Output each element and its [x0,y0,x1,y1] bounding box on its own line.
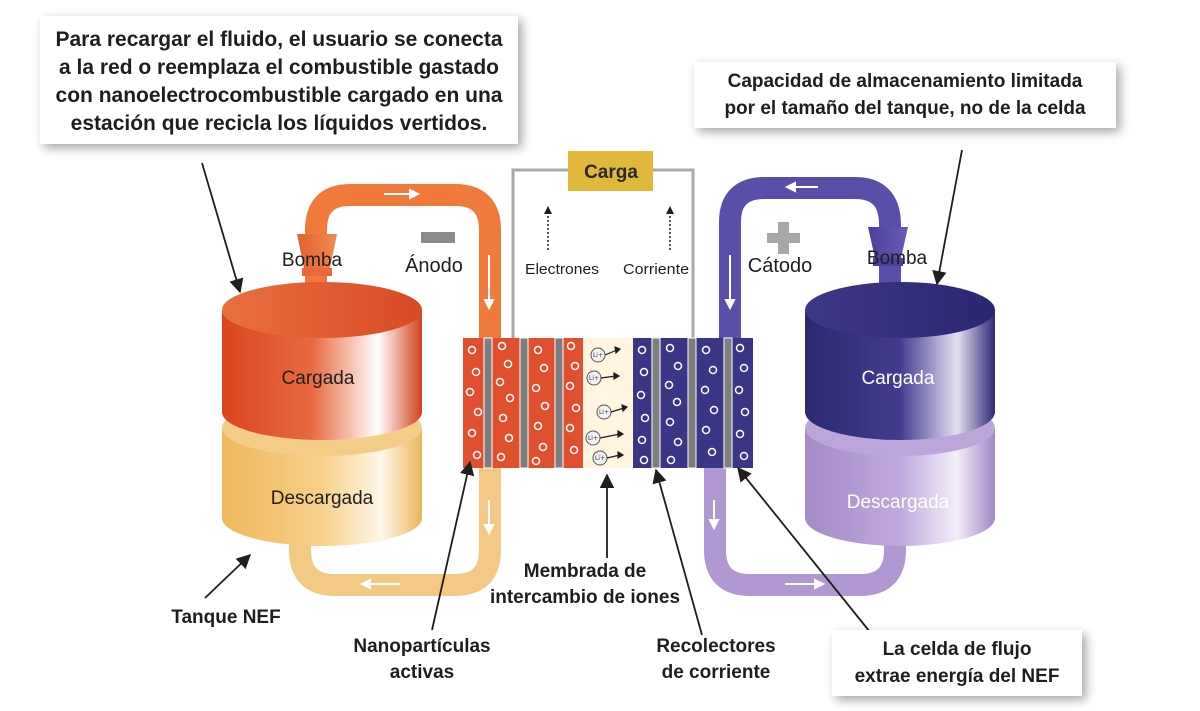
pointer-arrows [201,149,963,636]
ion-label: Li+ [595,455,605,462]
plus-sign-icon [767,222,800,254]
membrane-label-line2: intercambio de iones [490,587,680,608]
ion-label: Li+ [593,352,603,359]
ion-label: Li+ [589,375,599,382]
load-label: Carga [584,162,638,183]
electrons-label: Electrones [525,261,599,278]
tank-left [222,282,422,546]
recharge-callout: Para recargar el fluido, el usuario se c… [40,16,518,144]
ion-exchange-membrane [583,338,633,468]
pump-left-icon [297,234,337,268]
collectors-label-line1: Recolectores [656,636,775,657]
active-nanoparticles [465,341,750,466]
flow-cell-callout-line: extrae energía del NEF [854,666,1060,687]
flow-arrows [359,181,826,590]
load-box [568,151,653,191]
recharge-callout-line: con nanoelectrocombustible cargado en un… [55,84,503,107]
capacity-callout-line: Capacidad de almacenamiento limitada [727,71,1083,92]
flow-cell: Li+ Li+ Li+ Li+ Li+ [463,337,753,469]
recharge-callout-line: Para recargar el fluido, el usuario se c… [55,28,503,51]
tank-right [805,282,995,546]
current-collectors [483,337,733,469]
flow-cell-callout: La celda de flujo extrae energía del NEF [832,630,1082,696]
collectors-label-line2: de corriente [662,662,771,683]
external-circuit-wire [511,168,695,338]
nanoparticles-label-line2: activas [390,662,454,683]
pump-right-label: Bomba [867,248,928,269]
current-label: Corriente [623,261,689,278]
tank-right-discharged-label: Descargada [847,492,950,513]
pump-right-icon [868,227,908,258]
tank-left-charged-label: Cargada [282,368,355,389]
anode-label: Ánodo [405,254,463,277]
pump-left-label: Bomba [282,250,343,271]
capacity-callout-line: por el tamaño del tanque, no de la celda [724,98,1086,119]
ion-label: Li+ [599,409,609,416]
membrane-label-line1: Membrada de [524,561,646,582]
tank-right-charged-label: Cargada [862,368,935,389]
cathode-label: Cátodo [748,255,813,277]
minus-sign-icon [421,232,455,243]
ion-label: Li+ [588,435,598,442]
tank-label: Tanque NEF [171,607,280,628]
nanoparticles-label-line1: Nanopartículas [353,636,490,657]
cathode-supply-pipe [719,177,901,340]
recharge-callout-line: a la red o reemplaza el combustible gast… [59,56,499,79]
flow-cell-callout-line: La celda de flujo [882,639,1032,660]
recharge-callout-line: estación que recicla los líquidos vertid… [70,112,488,135]
capacity-callout: Capacidad de almacenamiento limitada por… [694,62,1116,128]
tank-left-discharged-label: Descargada [271,488,374,509]
